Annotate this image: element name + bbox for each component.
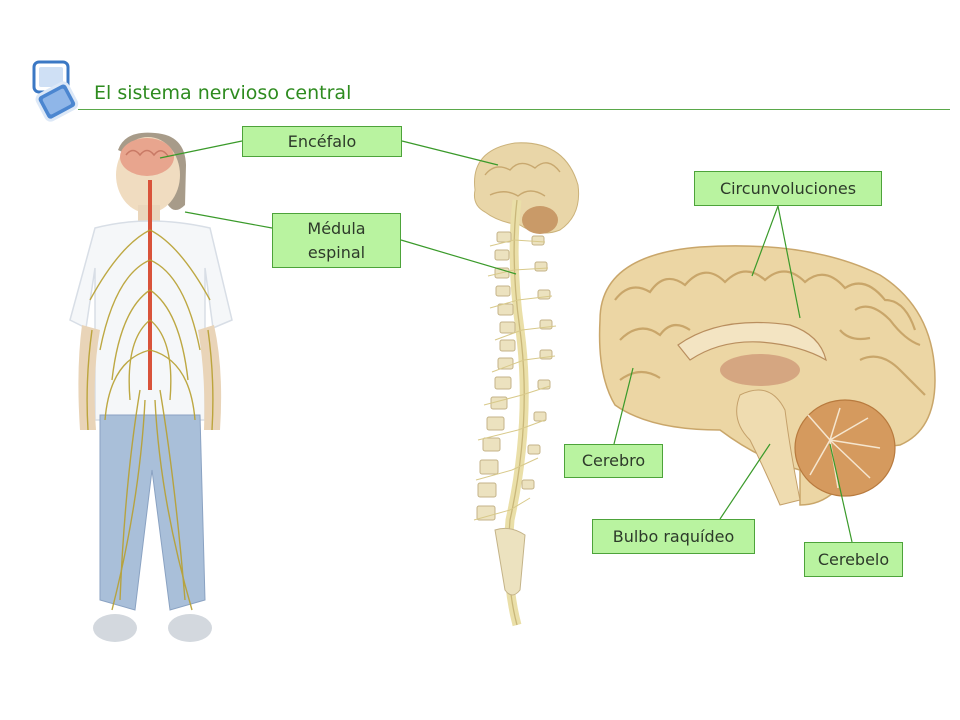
label-medula-line1: Médula [307, 219, 366, 239]
label-bulbo-raquideo: Bulbo raquídeo [592, 519, 755, 554]
label-medula-espinal: Médula espinal [272, 213, 401, 268]
label-cerebelo: Cerebelo [804, 542, 903, 577]
label-medula-line2: espinal [307, 242, 366, 262]
presentation-pages-icon [32, 60, 79, 122]
label-encefalo: Encéfalo [242, 126, 402, 157]
page-title: El sistema nervioso central [94, 82, 352, 104]
brain-sagittal-figure [598, 245, 936, 506]
leader-lines [159, 140, 853, 543]
label-circunvoluciones: Circunvoluciones [694, 171, 882, 206]
label-cerebro: Cerebro [564, 444, 663, 478]
brain-and-spinal-cord-figure [473, 142, 580, 627]
title-underline [78, 109, 950, 110]
human-body-figure [69, 132, 233, 642]
